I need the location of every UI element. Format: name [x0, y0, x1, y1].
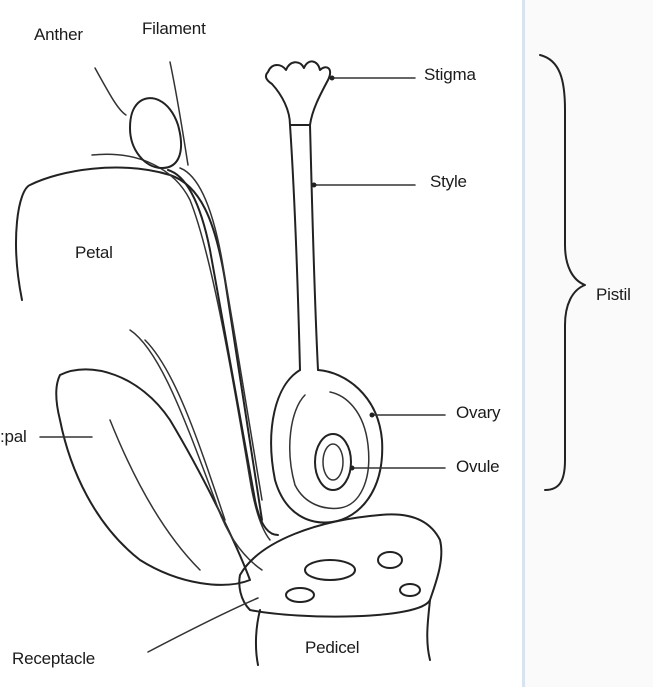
ovary-inner-wall: [290, 392, 369, 508]
ovary-pointer-dot: [370, 413, 375, 418]
anther-shape: [130, 98, 181, 168]
filament-inner-line: [180, 168, 262, 500]
anther-leader-line: [95, 68, 126, 115]
receptacle-hole-2: [286, 588, 314, 602]
anther-label: Anther: [34, 26, 83, 43]
petal-inner-line: [92, 154, 270, 540]
ovule-label: Ovule: [456, 458, 499, 475]
style-label: Style: [430, 173, 467, 190]
filament-label: Filament: [142, 20, 206, 37]
style-shape: [290, 125, 318, 370]
ovule-inner: [323, 444, 343, 480]
receptacle-hole-4: [400, 584, 420, 596]
receptacle-label: Receptacle: [12, 650, 95, 667]
stigma-pointer-dot: [330, 76, 335, 81]
petal-fold-lines: [130, 330, 262, 570]
style-pointer-dot: [312, 183, 317, 188]
ovary-label: Ovary: [456, 404, 500, 421]
pistil-brace: [540, 55, 585, 490]
receptacle-hole-3: [378, 552, 402, 568]
receptacle-hole-1: [305, 560, 355, 580]
filament-shape: [168, 170, 278, 535]
sepal-inner-line: [110, 420, 200, 570]
sepal-shape: [56, 369, 250, 584]
receptacle-shape: [239, 514, 441, 616]
sepal-label: :pal: [0, 428, 27, 445]
receptacle-pointer-line: [148, 598, 258, 652]
pedicel-label: Pedicel: [305, 639, 359, 656]
pistil-label: Pistil: [596, 286, 631, 303]
ovary-shape: [271, 370, 382, 523]
ovule-pointer-dot: [350, 466, 355, 471]
stigma-label: Stigma: [424, 66, 476, 83]
ovule-shape: [315, 434, 351, 490]
stigma-shape: [266, 61, 330, 125]
petal-label: Petal: [75, 244, 113, 261]
petal-shape: [16, 168, 262, 520]
